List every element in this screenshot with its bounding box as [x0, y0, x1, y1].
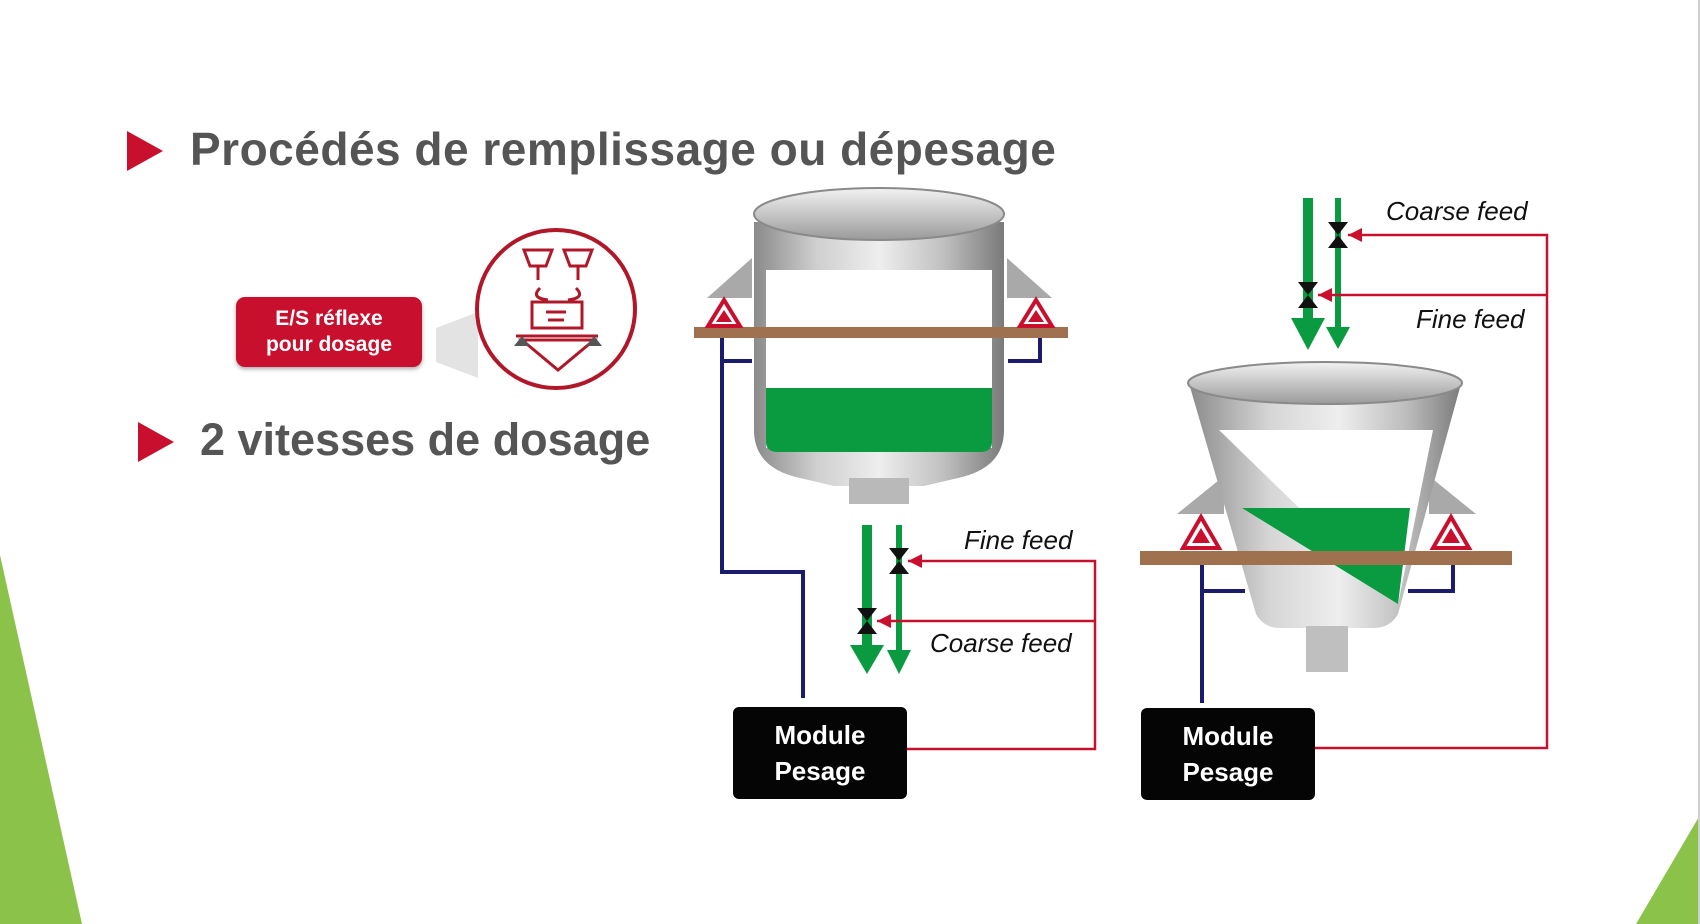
module-line-1: Module [774, 720, 866, 750]
flow-arrow-icon [850, 525, 884, 674]
signal-cable [720, 361, 805, 698]
weighing-beam [694, 327, 1068, 338]
module-line-1: Module [1182, 721, 1274, 751]
reflex-io-badge: E/S réflexe pour dosage [236, 297, 422, 367]
weighing-module: Module Pesage [1141, 708, 1315, 800]
bullet-triangle-icon [127, 131, 163, 171]
hopper-rim [1187, 361, 1463, 405]
valve-icon [1328, 222, 1348, 248]
module-line-2: Pesage [774, 756, 866, 786]
hopper-outlet [1306, 626, 1348, 672]
right-bracket [1007, 258, 1052, 298]
fine-feed-label: Fine feed [964, 525, 1073, 555]
corner-right-decoration [1636, 815, 1700, 924]
weighing-beam [1140, 551, 1512, 565]
left-bracket [707, 258, 752, 298]
bullet-triangle-icon [138, 422, 174, 462]
flow-arrow-icon [887, 525, 911, 674]
coarse-feed-label: Coarse feed [930, 628, 1072, 658]
badge-line-2: pour dosage [265, 333, 392, 356]
badge-line-1: E/S réflexe [275, 307, 383, 330]
weighing-module: Module Pesage [733, 707, 907, 799]
flow-arrow-icon [1326, 198, 1350, 349]
vessel-outlet [849, 478, 909, 504]
valve-icon [1298, 282, 1318, 308]
flow-arrow-icon [1291, 198, 1325, 350]
slide-title: Procédés de remplissage ou dépesage [190, 123, 1057, 175]
load-cell-icon [1016, 296, 1056, 328]
corner-left-decoration [0, 555, 82, 924]
slide-subtitle: 2 vitesses de dosage [200, 414, 651, 465]
valve-icon [857, 608, 877, 634]
load-cell-icon [1179, 513, 1223, 550]
vessel-fill-level [766, 388, 992, 452]
fine-feed-label: Fine feed [1416, 304, 1525, 334]
vessel-rim [753, 187, 1005, 241]
coarse-feed-label: Coarse feed [1386, 196, 1528, 226]
valve-icon [889, 548, 909, 574]
load-cell-icon [704, 296, 744, 328]
module-line-2: Pesage [1182, 757, 1274, 787]
load-cell-icon [1429, 513, 1473, 550]
